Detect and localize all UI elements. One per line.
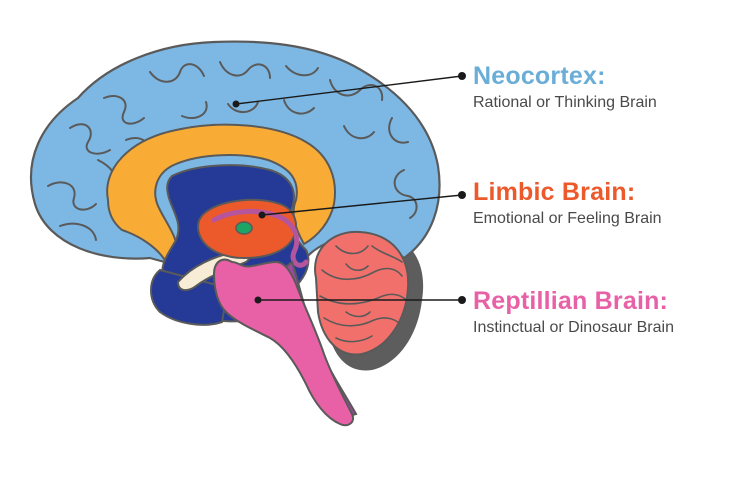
pointer-dot-reptillian-start <box>254 296 262 304</box>
reptillian-subtitle: Instinctual or Dinosaur Brain <box>473 319 674 336</box>
limbic-subtitle: Emotional or Feeling Brain <box>473 210 662 227</box>
pointer-dot-limbic-end <box>458 191 466 199</box>
neocortex-subtitle: Rational or Thinking Brain <box>473 94 657 111</box>
pointer-dot-neocortex-start <box>232 100 240 108</box>
pointer-limbic <box>261 194 463 216</box>
pointer-dot-limbic-start <box>258 211 266 219</box>
label-reptillian: Reptillian Brain: Instinctual or Dinosau… <box>473 287 674 338</box>
cerebellum-folds <box>319 245 407 343</box>
amygdala <box>235 221 253 235</box>
label-limbic: Limbic Brain: Emotional or Feeling Brain <box>473 178 662 229</box>
pointer-neocortex <box>235 75 463 105</box>
pointer-dot-neocortex-end <box>458 72 466 80</box>
neocortex-gyri <box>47 61 418 241</box>
limbic-ribbon <box>211 208 309 268</box>
brainstem <box>212 258 354 427</box>
pointer-dots <box>232 72 466 304</box>
reptillian-title: Reptillian Brain: <box>473 287 669 315</box>
neocortex-title: Neocortex: <box>473 62 606 90</box>
label-neocortex: Neocortex: Rational or Thinking Brain <box>473 62 657 113</box>
limbic-title: Limbic Brain: <box>473 178 636 206</box>
pointer-lines <box>235 75 463 301</box>
inner-core-lower <box>150 268 230 326</box>
pointer-dot-reptillian-end <box>458 296 466 304</box>
